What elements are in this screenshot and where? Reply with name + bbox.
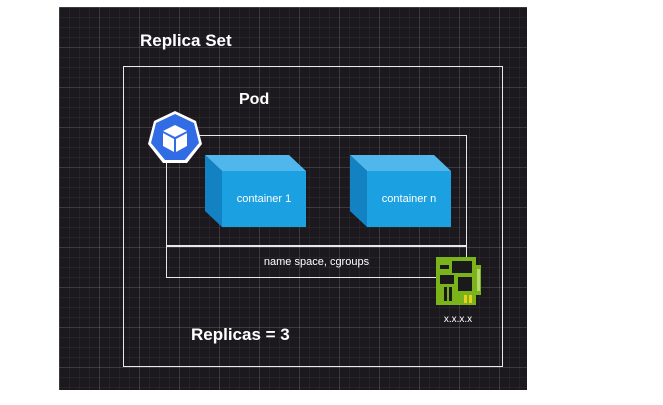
replica-set-title: Replica Set	[140, 31, 232, 50]
pod-box	[166, 135, 467, 247]
container-1-cube: container 1	[205, 155, 307, 228]
pod-title: Pod	[239, 91, 270, 108]
container-n-label: container n	[381, 193, 437, 205]
container-1-label: container 1	[236, 193, 292, 205]
namespace-label: name space, cgroups	[263, 255, 370, 268]
network-interface-card-icon	[436, 257, 482, 312]
replicas-count-label: Replicas = 3	[191, 325, 290, 344]
container-n-cube: container n	[350, 155, 452, 228]
kubernetes-pod-icon	[147, 110, 203, 171]
replica-set-box	[123, 66, 503, 367]
ip-address-label: x.x.x.x	[443, 314, 473, 325]
namespace-box: name space, cgroups	[166, 245, 467, 278]
